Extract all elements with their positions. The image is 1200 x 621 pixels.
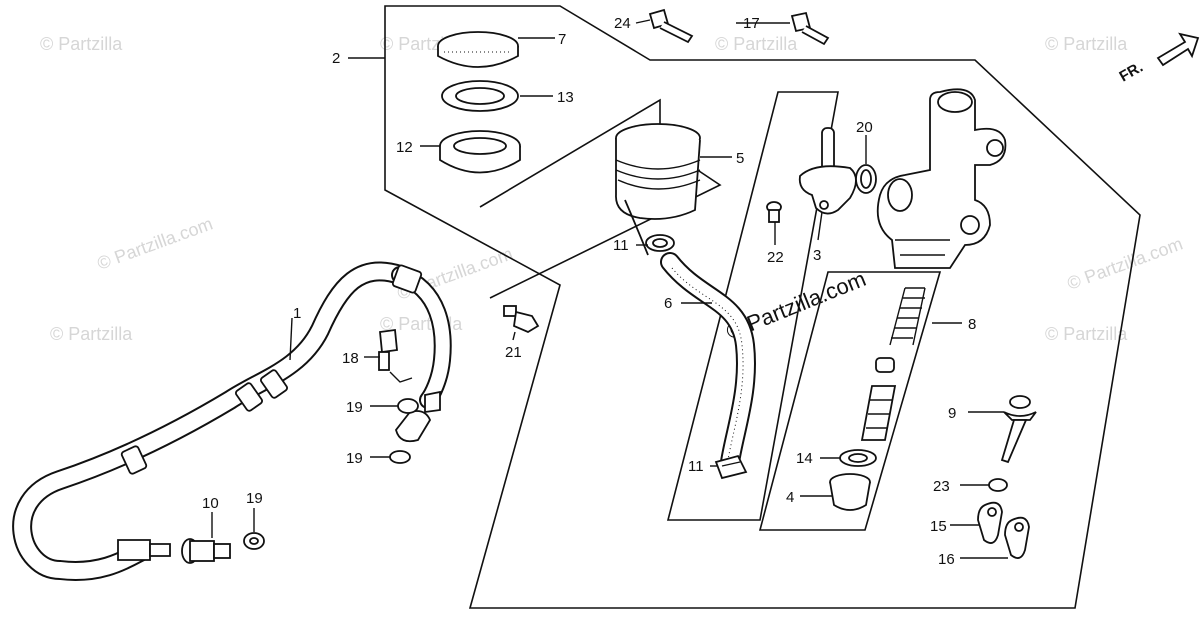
label-part-3: 3 bbox=[813, 247, 821, 264]
label-part-6: 6 bbox=[664, 295, 672, 312]
label-part-7: 7 bbox=[558, 31, 566, 48]
part-bleeder-screw bbox=[766, 201, 782, 223]
label-part-22: 22 bbox=[767, 249, 784, 266]
part-master-cylinder-body bbox=[876, 88, 1007, 269]
part-hose-joint bbox=[798, 127, 857, 215]
part-bolt-21 bbox=[503, 305, 540, 334]
part-number-labels: 1 2 3 4 5 6 7 8 9 10 11 11 12 13 14 15 1… bbox=[202, 15, 976, 568]
part-oil-bolt bbox=[378, 328, 398, 371]
part-joint-clevis bbox=[977, 501, 1003, 544]
watermark-top-left: © Partzilla bbox=[40, 34, 123, 54]
part-hose-clamp-upper bbox=[645, 234, 675, 252]
part-bolt-24 bbox=[648, 8, 694, 44]
label-part-23: 23 bbox=[933, 478, 950, 495]
part-nut bbox=[988, 478, 1008, 492]
part-diaphragm bbox=[439, 130, 521, 174]
watermark-left-rotated: © Partzilla.com bbox=[95, 213, 216, 273]
part-adapter bbox=[181, 538, 231, 564]
watermark-right-rotated: © Partzilla.com bbox=[1065, 233, 1186, 293]
part-reservoir bbox=[615, 123, 701, 256]
label-part-16: 16 bbox=[938, 551, 955, 568]
piston-group-border bbox=[758, 271, 942, 531]
part-washer-19-lower bbox=[389, 450, 411, 464]
label-part-21: 21 bbox=[505, 344, 522, 361]
part-reservoir-cap bbox=[437, 31, 519, 68]
label-part-4: 4 bbox=[786, 489, 794, 506]
label-part-13: 13 bbox=[557, 89, 574, 106]
part-diaphragm-plate bbox=[441, 80, 519, 112]
front-arrow-icon bbox=[1156, 32, 1200, 67]
part-bolt-17 bbox=[790, 11, 830, 46]
part-o-ring bbox=[855, 164, 877, 194]
part-piston-spring bbox=[860, 287, 926, 441]
label-part-12: 12 bbox=[396, 139, 413, 156]
label-part-9: 9 bbox=[948, 405, 956, 422]
front-label: FR. bbox=[1117, 59, 1146, 86]
label-part-18: 18 bbox=[342, 350, 359, 367]
part-reservoir-hose bbox=[660, 252, 756, 472]
label-part-11-lower: 11 bbox=[688, 458, 704, 475]
label-part-5: 5 bbox=[736, 150, 744, 167]
label-part-15: 15 bbox=[930, 518, 947, 535]
watermark-top-far-right: © Partzilla bbox=[1045, 34, 1128, 54]
assembly-outline bbox=[384, 5, 1141, 609]
label-part-14: 14 bbox=[796, 450, 813, 467]
label-part-2: 2 bbox=[332, 50, 340, 67]
watermark-top-right: © Partzilla bbox=[715, 34, 798, 54]
leader-lines bbox=[211, 19, 1008, 559]
part-joint-clevis-2 bbox=[1004, 516, 1030, 559]
front-direction-indicator: FR. bbox=[1117, 32, 1200, 86]
part-seal-washer bbox=[839, 449, 877, 467]
part-boot bbox=[829, 473, 871, 511]
part-hose-clamp-lower bbox=[714, 454, 748, 480]
outer-assembly-border bbox=[384, 5, 1141, 609]
label-part-19-upper: 19 bbox=[346, 399, 363, 416]
watermark-mid-left: © Partzilla bbox=[50, 324, 133, 344]
label-part-1: 1 bbox=[293, 305, 301, 322]
label-part-17: 17 bbox=[743, 15, 760, 32]
label-part-8: 8 bbox=[968, 316, 976, 333]
part-washer-19-upper bbox=[397, 398, 419, 414]
part-push-rod bbox=[1000, 395, 1037, 464]
label-part-19-lower: 19 bbox=[346, 450, 363, 467]
label-part-20: 20 bbox=[856, 119, 873, 136]
hose-group-border bbox=[666, 91, 839, 521]
label-part-10: 10 bbox=[202, 495, 219, 512]
label-part-24: 24 bbox=[614, 15, 631, 32]
label-part-19-bottom: 19 bbox=[246, 490, 263, 507]
watermark-mid-right: © Partzilla bbox=[1045, 324, 1128, 344]
label-part-11-upper: 11 bbox=[613, 237, 629, 254]
part-washer-19-bottom bbox=[243, 532, 265, 550]
watermarks: © Partzilla © Partzilla © Partzilla © Pa… bbox=[40, 34, 1185, 345]
part-clutch-hose bbox=[12, 261, 452, 581]
